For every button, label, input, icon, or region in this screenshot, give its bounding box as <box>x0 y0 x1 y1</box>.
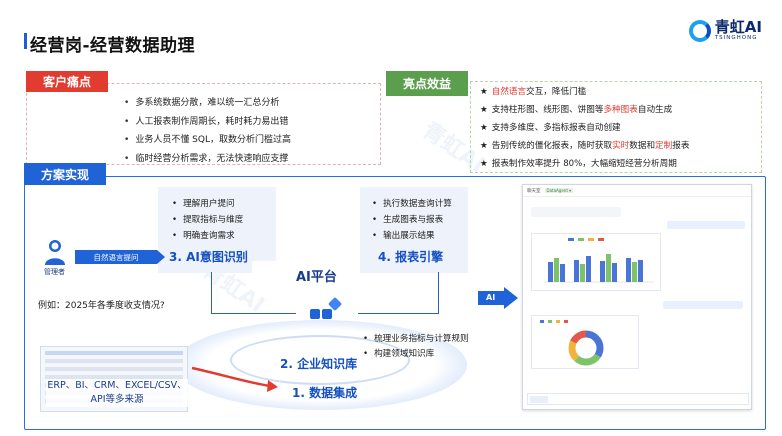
logo-ring-icon <box>688 20 711 42</box>
data-sources-label: ERP、BI、CRM、EXCEL/CSV、API等多来源 <box>46 379 188 407</box>
star-icon: ★ <box>480 141 488 151</box>
user-label: 管理者 <box>44 268 65 276</box>
donut-chart <box>540 320 604 366</box>
page-title: 经营岗-经营数据助理 <box>30 36 196 56</box>
intent-item: 明确查询需求 <box>172 228 243 244</box>
bar-chart-card <box>531 233 661 291</box>
star-icon: ★ <box>480 105 488 115</box>
user-icon <box>45 240 65 265</box>
intent-item: 提取指标与维度 <box>172 212 243 228</box>
pain-points-list: 多系统数据分散，难以统一汇总分析 人工报表制作周期长，耗时耗力易出错 业务人员不… <box>124 94 291 168</box>
brand-logo: 青虹AI TSINGHONG <box>688 18 762 42</box>
nl-question-arrow: 自然语言提问 <box>75 250 165 264</box>
agent-badge[interactable]: DataAgent ▾ <box>544 188 574 193</box>
star-icon: ★ <box>480 159 488 169</box>
intent-title: 3. AI意图识别 <box>169 250 248 264</box>
ai-arrow-label: AI <box>486 293 496 302</box>
pain-point-item: 临时经营分析需求，无法快速响应支撑 <box>124 150 291 169</box>
solution-tab: 方案实现 <box>24 163 106 185</box>
pain-point-item: 多系统数据分散，难以统一汇总分析 <box>124 94 291 113</box>
knowledge-list: 梳理业务指标与计算规则 构建领域知识库 <box>363 332 469 362</box>
knowledge-item: 构建领域知识库 <box>363 347 469 362</box>
knowledge-base-title: 2. 企业知识库 <box>280 357 358 371</box>
pain-point-item: 人工报表制作周期长，耗时耗力易出错 <box>124 113 291 132</box>
pain-points-tab: 客户痛点 <box>26 71 108 92</box>
highlight-item: ★告别传统的僵化报表，随时获取实时数据和定制报表 <box>480 137 689 155</box>
intent-item: 理解用户提问 <box>172 196 243 212</box>
ai-platform-label: AI平台 <box>296 270 337 285</box>
highlight-item: ★支持柱形图、线形图、饼图等多种图表自动生成 <box>480 101 689 119</box>
highlight-text: 报表 <box>672 141 690 151</box>
highlight-emphasis: 实时 <box>612 141 630 151</box>
bar-chart <box>544 238 654 283</box>
highlight-item: ★自然语言交互，降低门槛 <box>480 83 689 101</box>
chat-message <box>531 207 621 217</box>
report-item: 输出展示结果 <box>372 228 452 244</box>
logo-subtitle: TSINGHONG <box>714 35 758 42</box>
integration-arrow-icon <box>191 366 278 392</box>
highlight-emphasis: 定制 <box>655 141 673 151</box>
chat-message <box>663 301 743 309</box>
example-question: 例如：2025年各季度收支情况? <box>38 301 165 311</box>
chat-input[interactable] <box>527 393 749 405</box>
star-icon: ★ <box>480 123 488 133</box>
highlight-text: 支持柱形图、线形图、饼图等 <box>491 105 604 115</box>
highlight-item: ★报表制作效率提升 80%，大幅缩短经营分析周期 <box>480 155 689 173</box>
attach-button[interactable] <box>530 396 548 403</box>
solution-panel <box>24 176 766 430</box>
chat-header: 聊天室 DataAgent ▾ <box>523 185 751 197</box>
highlight-text: 自动生成 <box>637 105 673 115</box>
chat-window: 聊天室 DataAgent ▾ <box>522 184 752 410</box>
highlights-panel <box>470 81 762 173</box>
chat-message <box>667 221 745 229</box>
highlight-text: 告别传统的僵化报表，随时获取 <box>491 141 613 151</box>
highlight-text: 交互，降低门槛 <box>526 87 587 97</box>
report-title: 4. 报表引擎 <box>378 250 444 264</box>
logo-name: 青虹AI <box>714 18 762 37</box>
integration-title: 1. 数据集成 <box>292 386 358 400</box>
highlight-text: 支持多维度、多指标报表自动创建 <box>491 123 621 133</box>
intent-card: 理解用户提问 提取指标与维度 明确查询需求 3. AI意图识别 <box>158 187 276 273</box>
report-item: 生成图表与报表 <box>372 212 452 228</box>
highlight-item: ★支持多维度、多指标报表自动创建 <box>480 119 689 137</box>
title-accent-bar <box>24 33 27 49</box>
star-icon: ★ <box>480 87 488 97</box>
highlights-tab: 亮点效益 <box>386 71 468 96</box>
highlight-text: 数据和 <box>629 141 656 151</box>
report-engine-card: 执行数据查询计算 生成图表与报表 输出展示结果 4. 报表引擎 <box>360 187 468 273</box>
report-item: 执行数据查询计算 <box>372 196 452 212</box>
highlights-list: ★自然语言交互，降低门槛★支持柱形图、线形图、饼图等多种图表自动生成★支持多维度… <box>480 83 689 173</box>
pain-point-item: 业务人员不懂 SQL，取数分析门槛过高 <box>124 131 291 150</box>
ai-output-arrow-icon <box>478 287 518 309</box>
highlight-text: 报表制作效率提升 80%，大幅缩短经营分析周期 <box>491 159 677 169</box>
highlight-emphasis: 自然语言 <box>491 87 527 97</box>
donut-chart-card <box>531 315 639 369</box>
highlight-emphasis: 多种图表 <box>603 105 638 115</box>
knowledge-item: 梳理业务指标与计算规则 <box>363 332 469 347</box>
chat-title: 聊天室 <box>527 188 541 194</box>
